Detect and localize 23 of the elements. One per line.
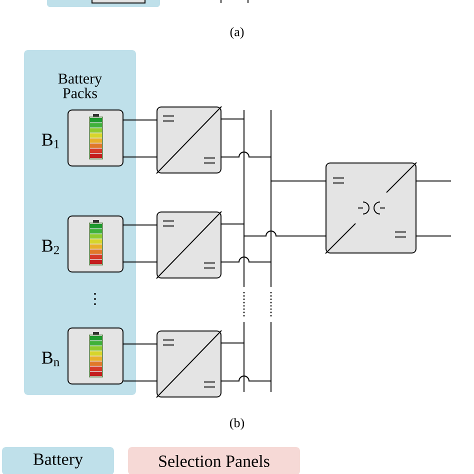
panel-heading: Selection Panels — [128, 447, 300, 474]
panel-caption: (b) — [230, 418, 244, 430]
battery-label: B$_{1}$ — [42, 134, 59, 148]
converter-box — [156, 330, 222, 398]
wire — [221, 118, 244, 120]
wire — [123, 224, 157, 226]
converter-box — [156, 211, 222, 279]
inverter-box — [325, 162, 417, 254]
panel-caption: (a) — [230, 27, 244, 39]
ellipsis: ⋮ — [94, 292, 96, 306]
wire — [221, 256, 272, 262]
wire — [221, 376, 272, 382]
panel-heading: Battery — [2, 447, 114, 474]
wire — [244, 230, 326, 236]
battery-label: B$_{n}$ — [42, 352, 60, 366]
wire — [416, 180, 452, 182]
wire — [221, 152, 272, 158]
battery-label: B$_{2}$ — [42, 240, 59, 254]
converter-box — [156, 106, 222, 174]
wire — [123, 156, 157, 158]
wire — [270, 180, 326, 182]
wire — [221, 342, 244, 344]
wire — [123, 380, 157, 382]
